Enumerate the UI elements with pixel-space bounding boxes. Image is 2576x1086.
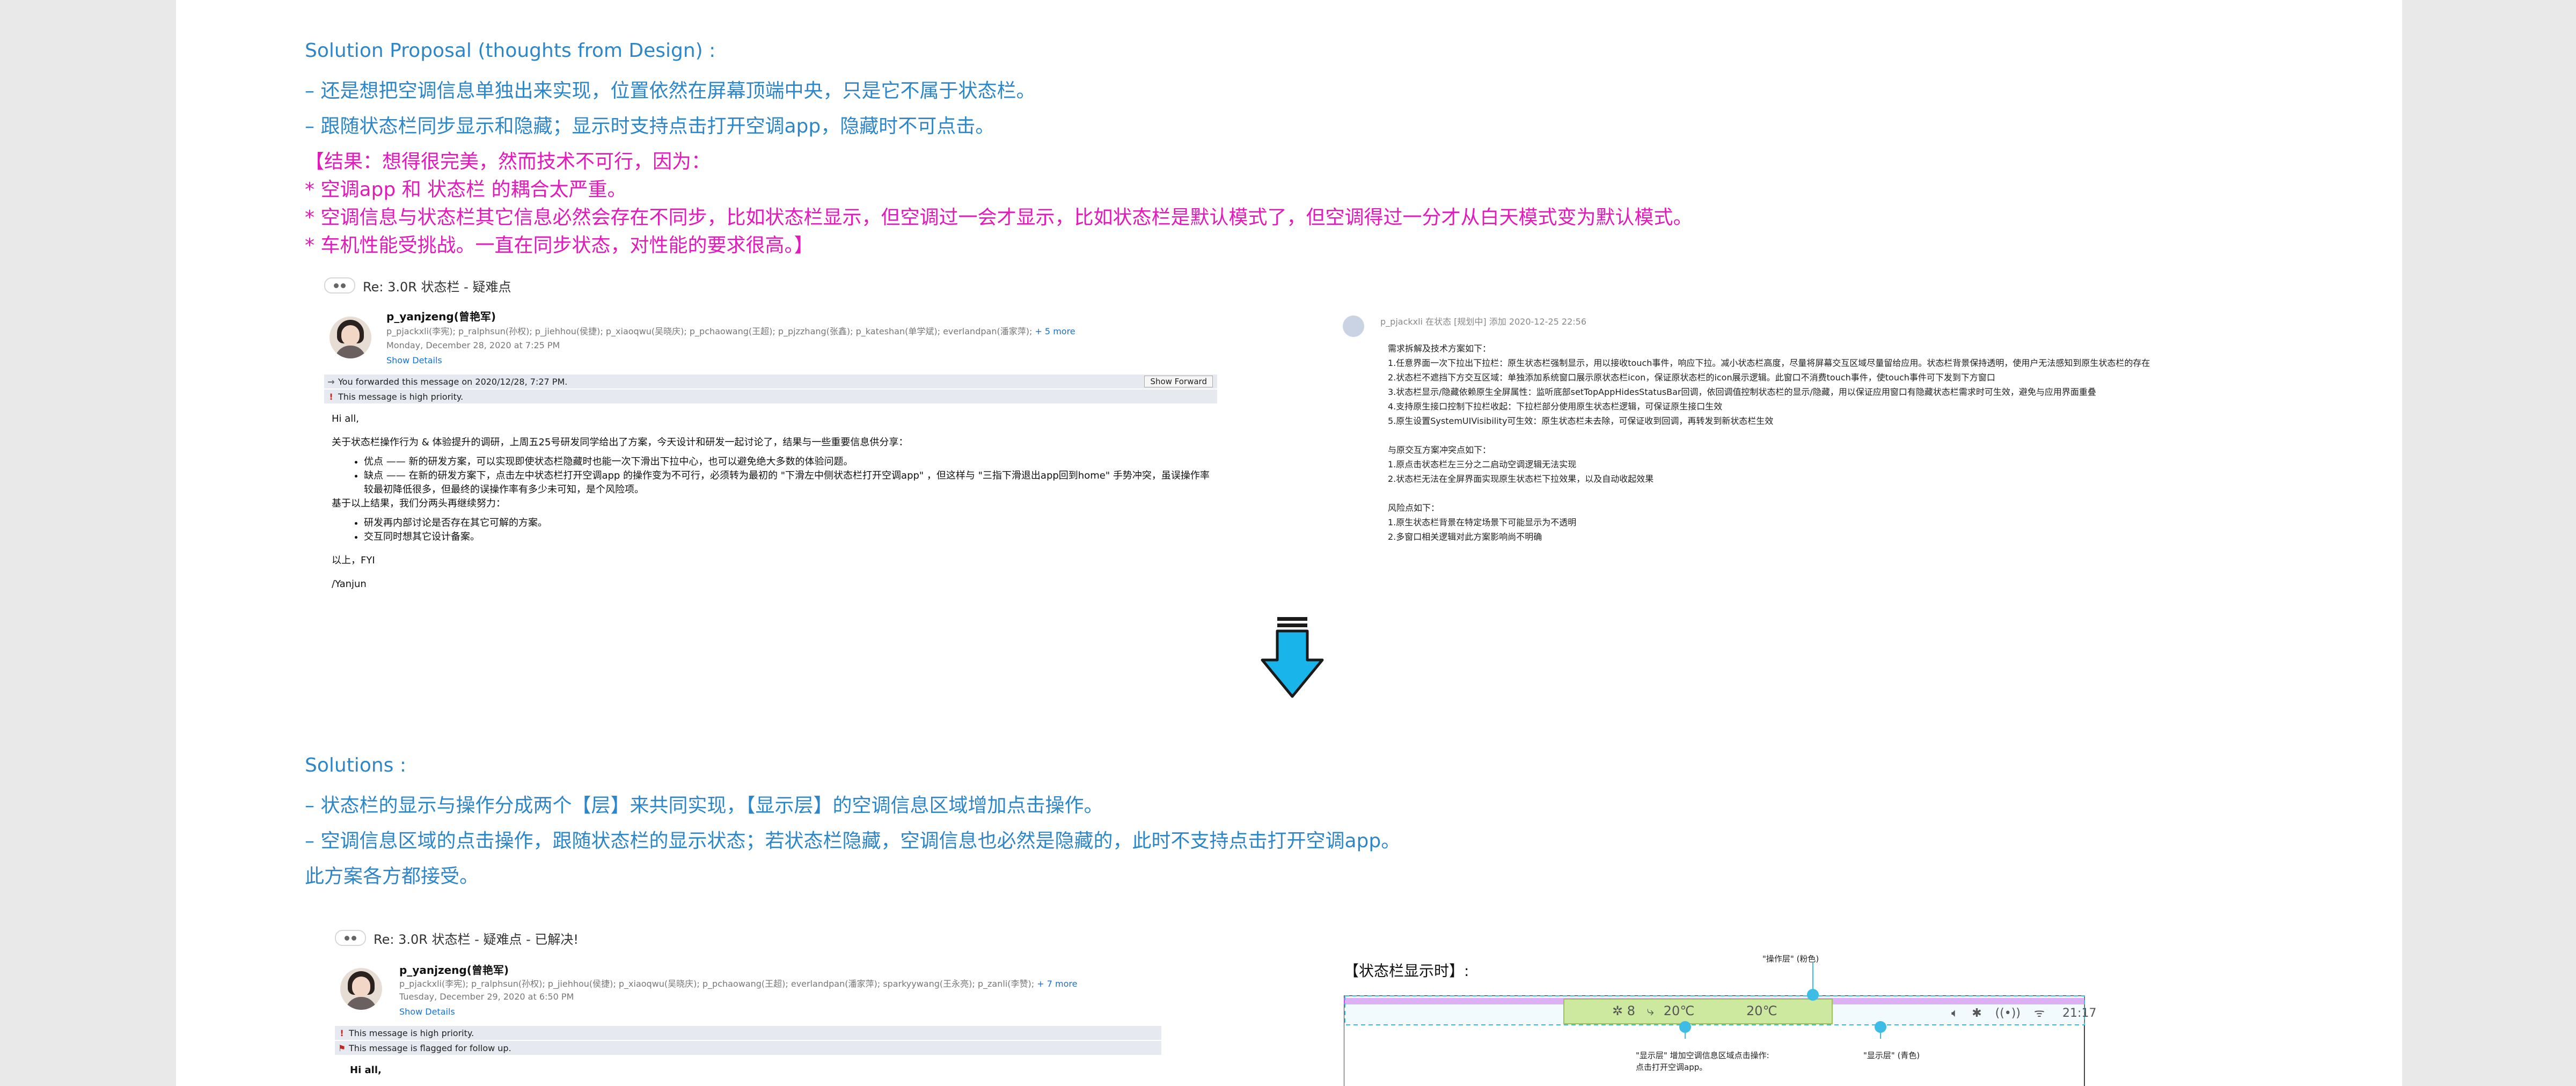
email-1: Re: 3.0R 状态栏 - 疑难点 p_yanjzeng(曾艳军) p_pja… (324, 275, 1217, 618)
label-display-layer: "显示层" (青色) (1863, 1051, 1920, 1060)
email-2-date: Tuesday, December 29, 2020 at 6:50 PM (399, 992, 574, 1002)
flagged-text: This message is flagged for follow up. (349, 1043, 511, 1053)
email-2-subject-row: Re: 3.0R 状态栏 - 疑难点 - 已解决! (335, 927, 579, 949)
closing: 以上，FYI (332, 555, 375, 566)
avatar (330, 317, 371, 358)
solutions-line-2: – 空调信息区域的点击操作，跟随状态栏的显示状态；若状态栏隐藏，空调信息也必然是… (305, 830, 1401, 852)
email-1-sender[interactable]: p_yanjzeng(曾艳军) (386, 310, 496, 323)
list-item: 交互同时想其它设计备案。 (364, 530, 1212, 544)
temp-right[interactable]: 20℃ (1746, 1003, 1777, 1018)
signature: /Yanjun (332, 578, 367, 590)
comment-line: 需求拆解及技术方案如下： (1388, 343, 1491, 354)
status-bar-diagram: 【状态栏显示时】: "操作层" (粉色) ✲ 8 ⤷ 20℃ 20℃ (1344, 944, 2096, 1086)
thread-icon[interactable] (335, 930, 366, 946)
display-layer-note: "显示层" 增加空调信息区域点击操作: 点击打开空调app。 (1636, 1050, 1769, 1073)
result-line-1: 【结果：想得很完美，然而技术不可行，因为： (305, 151, 711, 173)
forwarded-notice: → You forwarded this message on 2020/12/… (324, 375, 1217, 388)
comment-body: 需求拆解及技术方案如下： 1.任意界面一次下拉出下拉栏：原生状态栏强制显示，用以… (1388, 341, 2386, 544)
comment-line: 1.原生状态栏背景在特定场景下可能显示为不透明 (1388, 517, 1577, 527)
document-page: Solution Proposal (thoughts from Design)… (176, 0, 2402, 1086)
bullet-list-1: 优点 —— 新的研发方案，可以实现即使状态栏隐藏时也能一次下滑出下拉中心，也可以… (332, 455, 1212, 497)
solutions-heading: Solutions : (305, 754, 406, 776)
wifi-icon: ᯤ (2033, 1007, 2045, 1020)
comment-line: 2.状态栏无法在全屏界面实现原生状态栏下拉效果，以及自动收起效果 (1388, 474, 1654, 484)
intro: 关于状态栏操作行为 & 体验提升的调研，上周五25号研发同学给出了方案，今天设计… (332, 437, 909, 448)
note-line-1: "显示层" 增加空调信息区域点击操作: (1636, 1051, 1769, 1060)
list-item: 缺点 —— 在新的研发方案下，点击左中状态栏打开空调app 的操作变为不可行，必… (364, 469, 1212, 497)
note-line-2: 点击打开空调app。 (1636, 1062, 1708, 1072)
ac-info-left[interactable]: ✲ 8 ⤷ 20℃ (1612, 1003, 1694, 1018)
show-forward-button[interactable]: Show Forward (1144, 376, 1213, 387)
recipient-list[interactable]: p_pjackxli(李宪); p_ralphsun(孙权); p_jiehho… (399, 979, 1035, 989)
fan-icon: ✲ (1612, 1003, 1623, 1018)
flag-icon: ⚑ (338, 1043, 346, 1053)
priority-text: This message is high priority. (349, 1028, 474, 1038)
forwarded-text: You forwarded this message on 2020/12/28… (338, 376, 568, 387)
comment-line: 2.多窗口相关逻辑对此方案影响尚不明确 (1388, 532, 1542, 542)
comment-line: 风险点如下： (1388, 503, 1440, 513)
email-1-subject: Re: 3.0R 状态栏 - 疑难点 (363, 279, 511, 295)
temp-left: 20℃ (1663, 1003, 1695, 1018)
forward-icon: → (327, 376, 335, 387)
email-2-subject: Re: 3.0R 状态栏 - 疑难点 - 已解决! (374, 931, 579, 947)
result-line-2: * 空调app 和 状态栏 的耦合太严重。 (305, 179, 627, 201)
result-line-3: * 空调信息与状态栏其它信息必然会存在不同步，比如状态栏显示，但空调过一会才显示… (305, 207, 1693, 229)
diagram-title: 【状态栏显示时】: (1344, 962, 1469, 980)
solutions-line-3: 此方案各方都接受。 (305, 865, 479, 887)
list-item: 优点 —— 新的研发方案，可以实现即使状态栏隐藏时也能一次下滑出下拉中心，也可以… (364, 455, 1212, 469)
priority-icon: ! (340, 1028, 344, 1038)
signal-icon: ((•)) (1995, 1007, 2021, 1020)
more-recipients-link[interactable]: + 7 more (1037, 979, 1078, 989)
bluetooth-icon: ✱ (1972, 1007, 1982, 1020)
result-line-4: * 车机性能受挑战。一直在同步状态，对性能的要求很高。】 (305, 234, 814, 256)
flagged-notice: ⚑ This message is flagged for follow up. (335, 1041, 1161, 1055)
comment-line: 2.状态栏不遮挡下方交互区域：单独添加系统窗口展示原状态栏icon，保证原状态栏… (1388, 372, 1995, 383)
status-bar-mockup (1344, 963, 2085, 1086)
design-heading: Solution Proposal (thoughts from Design)… (305, 40, 716, 62)
email-2-sender[interactable]: p_yanjzeng(曾艳军) (399, 964, 509, 977)
design-line-1: – 还是想把空调信息单独出来实现，位置依然在屏幕顶端中央，只是它不属于状态栏。 (305, 80, 1036, 102)
show-details-link[interactable]: Show Details (399, 1007, 455, 1017)
priority-notice: ! This message is high priority. (335, 1026, 1161, 1040)
show-details-link[interactable]: Show Details (386, 355, 442, 365)
arrow-down-icon (1261, 617, 1324, 698)
commenter-avatar (1343, 315, 1364, 337)
status-icons: 🔈︎ ✱ ((•)) ᯤ 21:17 (1951, 1004, 2096, 1021)
priority-notice: ! This message is high priority. (324, 390, 1217, 403)
greeting: Hi all, (332, 413, 360, 424)
volume-icon: 🔈︎ (1951, 1007, 1959, 1020)
more-recipients-link[interactable]: + 5 more (1035, 326, 1075, 336)
comment-line: 1.任意界面一次下拉出下拉栏：原生状态栏强制显示，用以接收touch事件，响应下… (1388, 358, 2150, 368)
email-1-subject-row: Re: 3.0R 状态栏 - 疑难点 (324, 275, 511, 296)
comment-line: 4.支持原生接口控制下拉栏收起：下拉栏部分使用原生状态栏逻辑，可保证原生接口生效 (1388, 401, 1723, 412)
fan-level: 8 (1627, 1003, 1636, 1018)
comment-line: 与原交互方案冲突点如下： (1388, 445, 1491, 455)
avatar (340, 968, 382, 1010)
comment-line: 5.原生设置SystemUIVisibility可生效：原生状态栏未去除，可保证… (1388, 416, 1774, 426)
recipient-list[interactable]: p_pjackxli(李宪); p_ralphsun(孙权); p_jiehho… (386, 326, 1033, 336)
after-text: 基于以上结果，我们分两头再继续努力： (332, 498, 506, 509)
email-2-greeting: Hi all, (350, 1065, 382, 1076)
label-operation-layer: "操作层" (粉色) (1762, 954, 1819, 964)
email-1-body: Hi all, 关于状态栏操作行为 & 体验提升的调研，上周五25号研发同学给出… (332, 412, 1212, 591)
email-2: Re: 3.0R 状态栏 - 疑难点 - 已解决! p_yanjzeng(曾艳军… (335, 927, 1161, 1086)
design-line-2: – 跟随状态栏同步显示和隐藏；显示时支持点击打开空调app，隐藏时不可点击。 (305, 115, 995, 137)
list-item: 研发再内部讨论是否存在其它可解的方案。 (364, 516, 1212, 530)
bullet-list-2: 研发再内部讨论是否存在其它可解的方案。 交互同时想其它设计备案。 (332, 516, 1212, 544)
comment-meta: p_pjackxli 在状态 [规划中] 添加 2020-12-25 22:56 (1380, 317, 1586, 327)
email-2-recipients: p_pjackxli(李宪); p_ralphsun(孙权); p_jiehho… (399, 977, 1077, 989)
seat-icon: ⤷ (1646, 1003, 1655, 1018)
priority-text: This message is high priority. (338, 391, 464, 402)
solutions-line-1: – 状态栏的显示与操作分成两个【层】来共同实现，【显示层】的空调信息区域增加点击… (305, 795, 1103, 817)
comment-line: 3.状态栏显示/隐藏依赖原生全屏属性：监听底部setTopAppHidesSta… (1388, 387, 2096, 397)
clock-time: 21:17 (2062, 1007, 2097, 1020)
thread-icon[interactable] (324, 277, 355, 293)
priority-icon: ! (329, 391, 333, 402)
email-1-date: Monday, December 28, 2020 at 7:25 PM (386, 340, 560, 350)
email-1-recipients: p_pjackxli(李宪); p_ralphsun(孙权); p_jiehho… (386, 324, 1075, 337)
comment-line: 1.原点击状态栏左三分之二启动空调逻辑无法实现 (1388, 459, 1577, 469)
